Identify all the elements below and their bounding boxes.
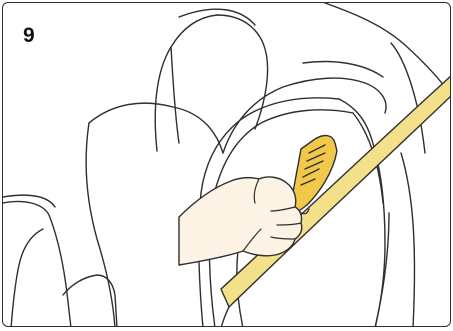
vehicle-seat-left <box>3 195 117 327</box>
car-seat-illustration <box>3 3 451 327</box>
instruction-panel: 9 <box>2 2 451 327</box>
step-number: 9 <box>23 25 35 46</box>
hand-icon <box>179 177 302 265</box>
